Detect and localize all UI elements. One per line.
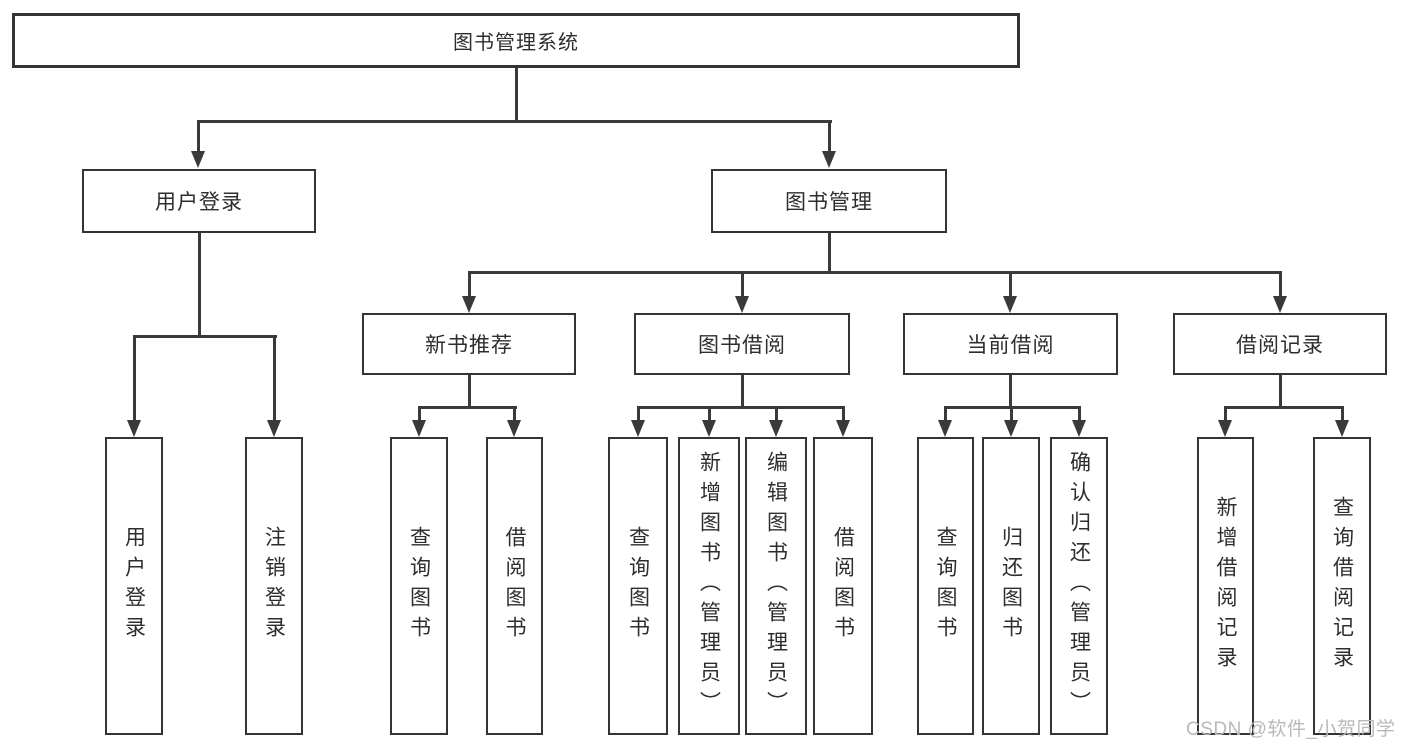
leaf-add-books-admin: 新增图书（管理员） [678, 437, 740, 735]
leaf-borrow-books-recommend: 借阅图书 [486, 437, 543, 735]
connector-line [468, 272, 471, 297]
connector-line [741, 375, 744, 407]
arrowhead-down-icon [631, 420, 645, 437]
node-new-book-recommend: 新书推荐 [362, 313, 576, 375]
arrowhead-down-icon [1273, 296, 1287, 313]
connector-line [1224, 407, 1227, 421]
leaf-logout: 注销登录 [245, 437, 303, 735]
connector-line [1279, 375, 1282, 407]
connector-line [273, 336, 276, 421]
arrowhead-down-icon [938, 420, 952, 437]
node-borrow-records: 借阅记录 [1173, 313, 1387, 375]
connector-line [468, 375, 471, 407]
connector-line [637, 407, 640, 421]
arrowhead-down-icon [191, 151, 205, 168]
connector-line [1009, 272, 1012, 297]
node-root-library-system: 图书管理系统 [12, 13, 1020, 68]
leaf-query-books-borrow: 查询图书 [608, 437, 668, 735]
leaf-edit-books-admin: 编辑图书（管理员） [745, 437, 807, 735]
connector-line [515, 68, 518, 122]
connector-line [842, 407, 845, 421]
arrowhead-down-icon [1072, 420, 1086, 437]
arrowhead-down-icon [702, 420, 716, 437]
arrowhead-down-icon [507, 420, 521, 437]
connector-line [197, 120, 832, 123]
connector-line [944, 407, 947, 421]
leaf-confirm-return-admin: 确认归还（管理员） [1050, 437, 1108, 735]
connector-line [1078, 407, 1081, 421]
leaf-add-borrow-record: 新增借阅记录 [1197, 437, 1254, 735]
arrowhead-down-icon [1003, 296, 1017, 313]
leaf-borrow-books: 借阅图书 [813, 437, 873, 735]
connector-line [468, 271, 1282, 274]
connector-line [1224, 406, 1344, 409]
leaf-user-login: 用户登录 [105, 437, 163, 735]
connector-line [1010, 407, 1013, 421]
node-book-borrow: 图书借阅 [634, 313, 850, 375]
connector-line [1279, 272, 1282, 297]
leaf-query-books-current: 查询图书 [917, 437, 974, 735]
arrowhead-down-icon [1004, 420, 1018, 437]
connector-line [418, 407, 421, 421]
arrowhead-down-icon [267, 420, 281, 437]
connector-line [198, 233, 201, 336]
connector-line [637, 406, 845, 409]
connector-line [708, 407, 711, 421]
connector-line [1009, 375, 1012, 407]
leaf-query-books-recommend: 查询图书 [390, 437, 448, 735]
node-current-borrow: 当前借阅 [903, 313, 1118, 375]
connector-line [775, 407, 778, 421]
arrowhead-down-icon [1335, 420, 1349, 437]
connector-line [418, 406, 517, 409]
connector-line [741, 272, 744, 297]
arrowhead-down-icon [412, 420, 426, 437]
arrowhead-down-icon [735, 296, 749, 313]
connector-line [1341, 407, 1344, 421]
arrowhead-down-icon [769, 420, 783, 437]
arrowhead-down-icon [127, 420, 141, 437]
arrowhead-down-icon [1218, 420, 1232, 437]
arrowhead-down-icon [822, 151, 836, 168]
connector-line [828, 233, 831, 272]
node-user-login: 用户登录 [82, 169, 316, 233]
watermark: CSDN @软件_小贺同学 [1186, 719, 1396, 740]
connector-line [133, 336, 136, 421]
connector-line [828, 121, 831, 152]
arrowhead-down-icon [462, 296, 476, 313]
arrowhead-down-icon [836, 420, 850, 437]
leaf-return-books: 归还图书 [982, 437, 1040, 735]
connector-line [133, 335, 277, 338]
connector-line [513, 407, 516, 421]
node-book-management: 图书管理 [711, 169, 947, 233]
leaf-query-borrow-record: 查询借阅记录 [1313, 437, 1371, 735]
connector-line [197, 121, 200, 152]
